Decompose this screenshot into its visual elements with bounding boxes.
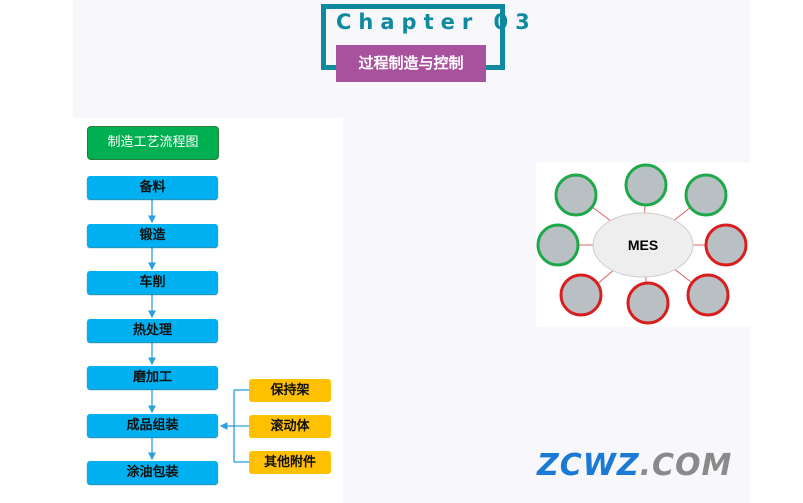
step-box: 涂油包装	[87, 461, 218, 484]
step-box: 车削	[87, 271, 218, 294]
mes-diagram: MES	[536, 163, 750, 327]
part-box: 滚动体	[249, 415, 331, 438]
section-title: 过程制造与控制	[336, 45, 486, 82]
step-box: 备料	[87, 176, 218, 199]
step-box: 成品组装	[87, 414, 218, 437]
part-box: 保持架	[249, 379, 331, 402]
step-box: 锻造	[87, 224, 218, 247]
logo-main: ZCWZ	[537, 448, 640, 483]
step-box: 磨加工	[87, 366, 218, 389]
step-box: 热处理	[87, 319, 218, 342]
zcwz-logo: ZCWZ.COM	[537, 448, 732, 483]
mes-label: MES	[628, 237, 658, 253]
flow-title: 制造工艺流程图	[87, 126, 219, 160]
part-box: 其他附件	[249, 451, 331, 474]
logo-suffix: .COM	[639, 448, 733, 483]
chapter-label: Chapter 03	[336, 10, 537, 34]
